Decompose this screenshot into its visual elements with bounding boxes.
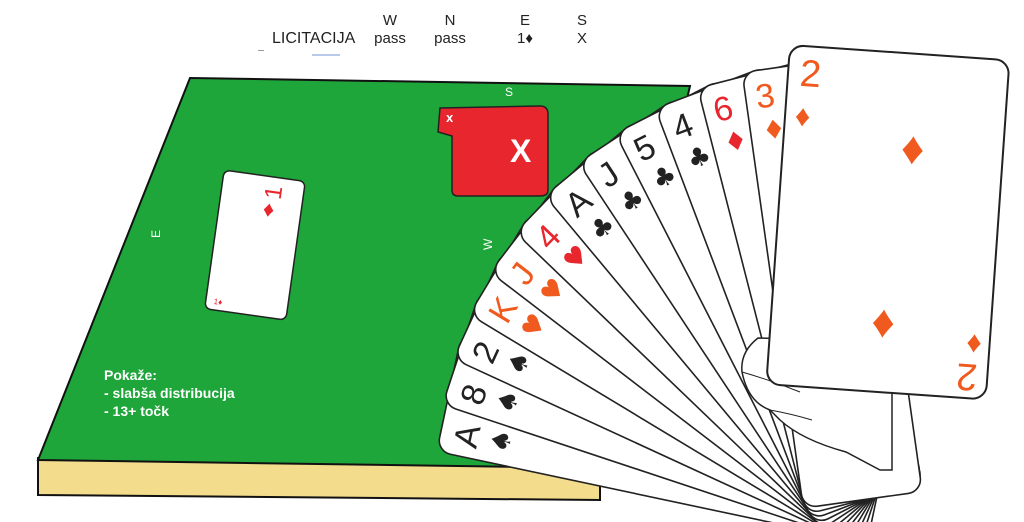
- bid-seat: N: [444, 12, 456, 29]
- east-card-rank: 1: [260, 184, 289, 201]
- front-card-rank: 2: [799, 53, 823, 96]
- decorative-underline: [312, 54, 340, 56]
- bid-seat: W: [382, 12, 398, 29]
- south-bid-card: x X: [437, 105, 549, 197]
- front-card-suit: ♦: [794, 100, 812, 134]
- note-title: Pokaže:: [104, 367, 157, 383]
- bid-column-west: W pass: [360, 12, 420, 48]
- bid-call: 1♦: [517, 30, 533, 47]
- east-card-corner: 1♦: [213, 297, 223, 307]
- bid-seat: E: [519, 12, 530, 29]
- front-card-pip-bottom: ♦: [869, 299, 896, 353]
- front-card-2-diamonds: 2 ♦ ♦ ♦ 2 ♦: [766, 44, 1010, 400]
- bid-column-east: E 1♦: [495, 12, 555, 48]
- bid-call: X: [576, 30, 587, 47]
- info-note: Pokaže: - slabša distribucija - 13+ točk: [104, 367, 235, 419]
- bid-column-south: S X: [552, 12, 612, 48]
- bid-call: pass: [434, 30, 466, 47]
- bid-call: pass: [374, 30, 406, 47]
- bid-card-label: X: [510, 133, 532, 169]
- seat-label-south: S: [505, 85, 513, 99]
- seat-label-east: E: [149, 230, 163, 238]
- decorative-dash: [258, 50, 264, 51]
- front-card-rank-bottom: 2: [955, 354, 979, 397]
- front-card-suit-bottom: ♦: [965, 327, 983, 361]
- front-card-pip-top: ♦: [899, 121, 926, 175]
- bid-seat: S: [576, 12, 587, 29]
- bid-card-corner: x: [446, 110, 454, 125]
- note-line: - slabša distribucija: [104, 385, 235, 401]
- bidding-title: LICITACIJA: [272, 30, 356, 47]
- note-line: - 13+ točk: [104, 403, 169, 419]
- east-played-card: 1 ♦ 1♦: [204, 170, 306, 321]
- bidding-header: LICITACIJA W pass N pass E 1♦ S X: [0, 8, 1024, 68]
- seat-label-west: W: [481, 238, 495, 250]
- east-card-suit: ♦: [261, 196, 276, 222]
- bid-column-north: N pass: [420, 12, 480, 48]
